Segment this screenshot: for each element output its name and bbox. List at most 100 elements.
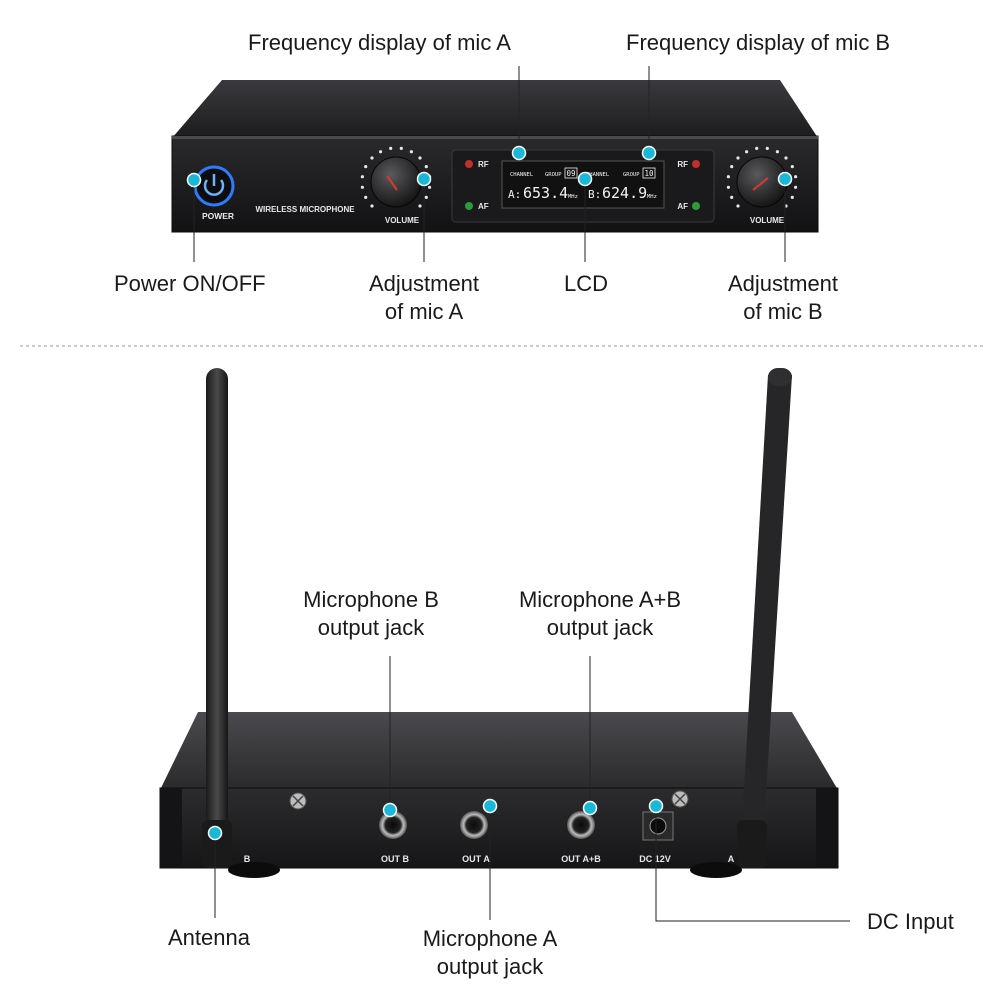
volume-scale-dot [379, 150, 383, 154]
volume-scale-dot [418, 156, 422, 160]
volume-label-a: VOLUME [385, 216, 420, 225]
label-freq-mic-b: Frequency display of mic B [626, 30, 891, 55]
volume-scale-dot [399, 146, 403, 150]
port-label-dc: DC 12V [639, 854, 671, 864]
lcd-freq-prefix-a: A: [508, 188, 521, 201]
volume-knob-a-pointer [386, 175, 398, 191]
edge-label-right: A [728, 854, 735, 864]
rear-unit-top-cover [160, 712, 838, 790]
af-led-b [692, 202, 700, 210]
rf-led-b [692, 160, 700, 168]
jack-out-ab[interactable] [567, 811, 595, 839]
port-label-out-a: OUT A [462, 854, 490, 864]
label-mic-b-jack-line1: Microphone B [303, 587, 439, 612]
label-freq-mic-a: Frequency display of mic A [248, 30, 511, 55]
volume-scale-dot [360, 185, 364, 189]
volume-scale-dot [790, 195, 794, 199]
jack-out-a[interactable] [460, 811, 488, 839]
marker-antenna [207, 825, 223, 841]
power-icon [203, 174, 225, 196]
antenna-left [202, 368, 232, 868]
label-mic-ab-jack-line1: Microphone A+B [518, 587, 682, 612]
volume-scale-dot [730, 195, 734, 199]
rear-unit-foot-right [690, 862, 742, 878]
screw-left-icon [289, 792, 307, 810]
label-antenna: Antenna [168, 925, 250, 950]
lcd-group-box-a [564, 167, 578, 179]
rf-led-a [465, 160, 473, 168]
lcd-unit-a: MHz [568, 194, 578, 200]
label-mic-a-jack-line2: output jack [436, 954, 544, 979]
label-mic-b-jack-line2: output jack [317, 615, 425, 640]
lcd-freq-prefix-b: B: [588, 188, 601, 201]
label-dc-input: DC Input [867, 909, 954, 934]
af-label-b: AF [677, 202, 688, 211]
label-mic-ab-jack: Microphone A+B output jack [500, 586, 700, 642]
volume-knob-a-body [370, 156, 422, 208]
marker-freq-mic-b [641, 145, 657, 161]
volume-scale-dot [755, 146, 759, 150]
marker-lcd [577, 171, 593, 187]
volume-scale-dot [745, 150, 749, 154]
screw-right-icon [671, 790, 689, 808]
marker-mic-ab-jack [582, 800, 598, 816]
label-adjust-b: Adjustment of mic B [717, 270, 849, 326]
marker-dc-input [648, 798, 664, 814]
rear-unit-edge-right [816, 788, 838, 868]
lcd-group-label-a: GROUP [545, 172, 562, 178]
lcd-channel-label-a: CHANNEL [510, 172, 534, 178]
volume-scale-dot [424, 195, 428, 199]
volume-scale-dot [424, 165, 428, 169]
power-button[interactable] [193, 165, 235, 207]
volume-scale-dot [360, 175, 364, 179]
edge-label-left: B [244, 854, 251, 864]
lcd-group-value-b: 10 [644, 169, 654, 178]
volume-scale-dot [726, 185, 731, 189]
volume-scale-dot [370, 204, 374, 208]
lcd-group-label-b: GROUP [623, 172, 640, 178]
rf-label-b: RF [677, 160, 688, 169]
lcd-freq-a: 653.4 [523, 184, 568, 202]
volume-scale-dot [790, 165, 794, 169]
lcd-channel-label-b: CHANNEL [586, 172, 610, 178]
volume-scale-dot [370, 156, 374, 160]
antenna-right-base [737, 820, 767, 868]
volume-scale-dot [418, 204, 422, 208]
label-lcd: LCD [563, 271, 608, 296]
volume-scale-dot [726, 175, 731, 179]
label-mic-a-jack-line1: Microphone A [422, 926, 558, 951]
volume-scale-dot [730, 165, 734, 169]
label-mic-a-jack: Microphone A output jack [405, 925, 575, 981]
volume-knob-b-pointer [752, 177, 769, 191]
label-adjust-a: Adjustment of mic A [358, 270, 490, 326]
rear-unit [159, 712, 839, 878]
volume-scale-dot [364, 165, 368, 169]
volume-scale-dot [794, 185, 798, 189]
antenna-right-tip [768, 368, 792, 386]
jack-out-b[interactable] [379, 811, 407, 839]
rear-unit-foot-left [228, 862, 280, 878]
dc-jack[interactable] [642, 811, 674, 841]
af-label-a: AF [478, 202, 489, 211]
label-adjust-a-line2: of mic A [384, 299, 464, 324]
front-unit-bezel-highlight [172, 136, 818, 139]
marker-mic-a-jack [482, 798, 498, 814]
volume-scale-dot [794, 175, 798, 179]
volume-knob-a[interactable] [370, 156, 422, 208]
label-mic-ab-jack-line2: output jack [546, 615, 654, 640]
volume-scale-dot [775, 150, 780, 154]
volume-scale-dots-b [726, 146, 798, 208]
lcd-group-value-a: 09 [566, 169, 575, 178]
front-unit-top-cover [172, 80, 818, 138]
port-label-out-ab: OUT A+B [561, 854, 601, 864]
rear-unit-back-face [159, 787, 839, 869]
volume-scale-dot [389, 146, 393, 150]
lcd-group-box-b [642, 167, 656, 179]
marker-freq-mic-a [511, 145, 527, 161]
antenna-right-rod [740, 375, 792, 858]
af-led-a [465, 202, 473, 210]
volume-scale-dot [364, 195, 368, 199]
rear-unit-edge-left [160, 788, 182, 868]
